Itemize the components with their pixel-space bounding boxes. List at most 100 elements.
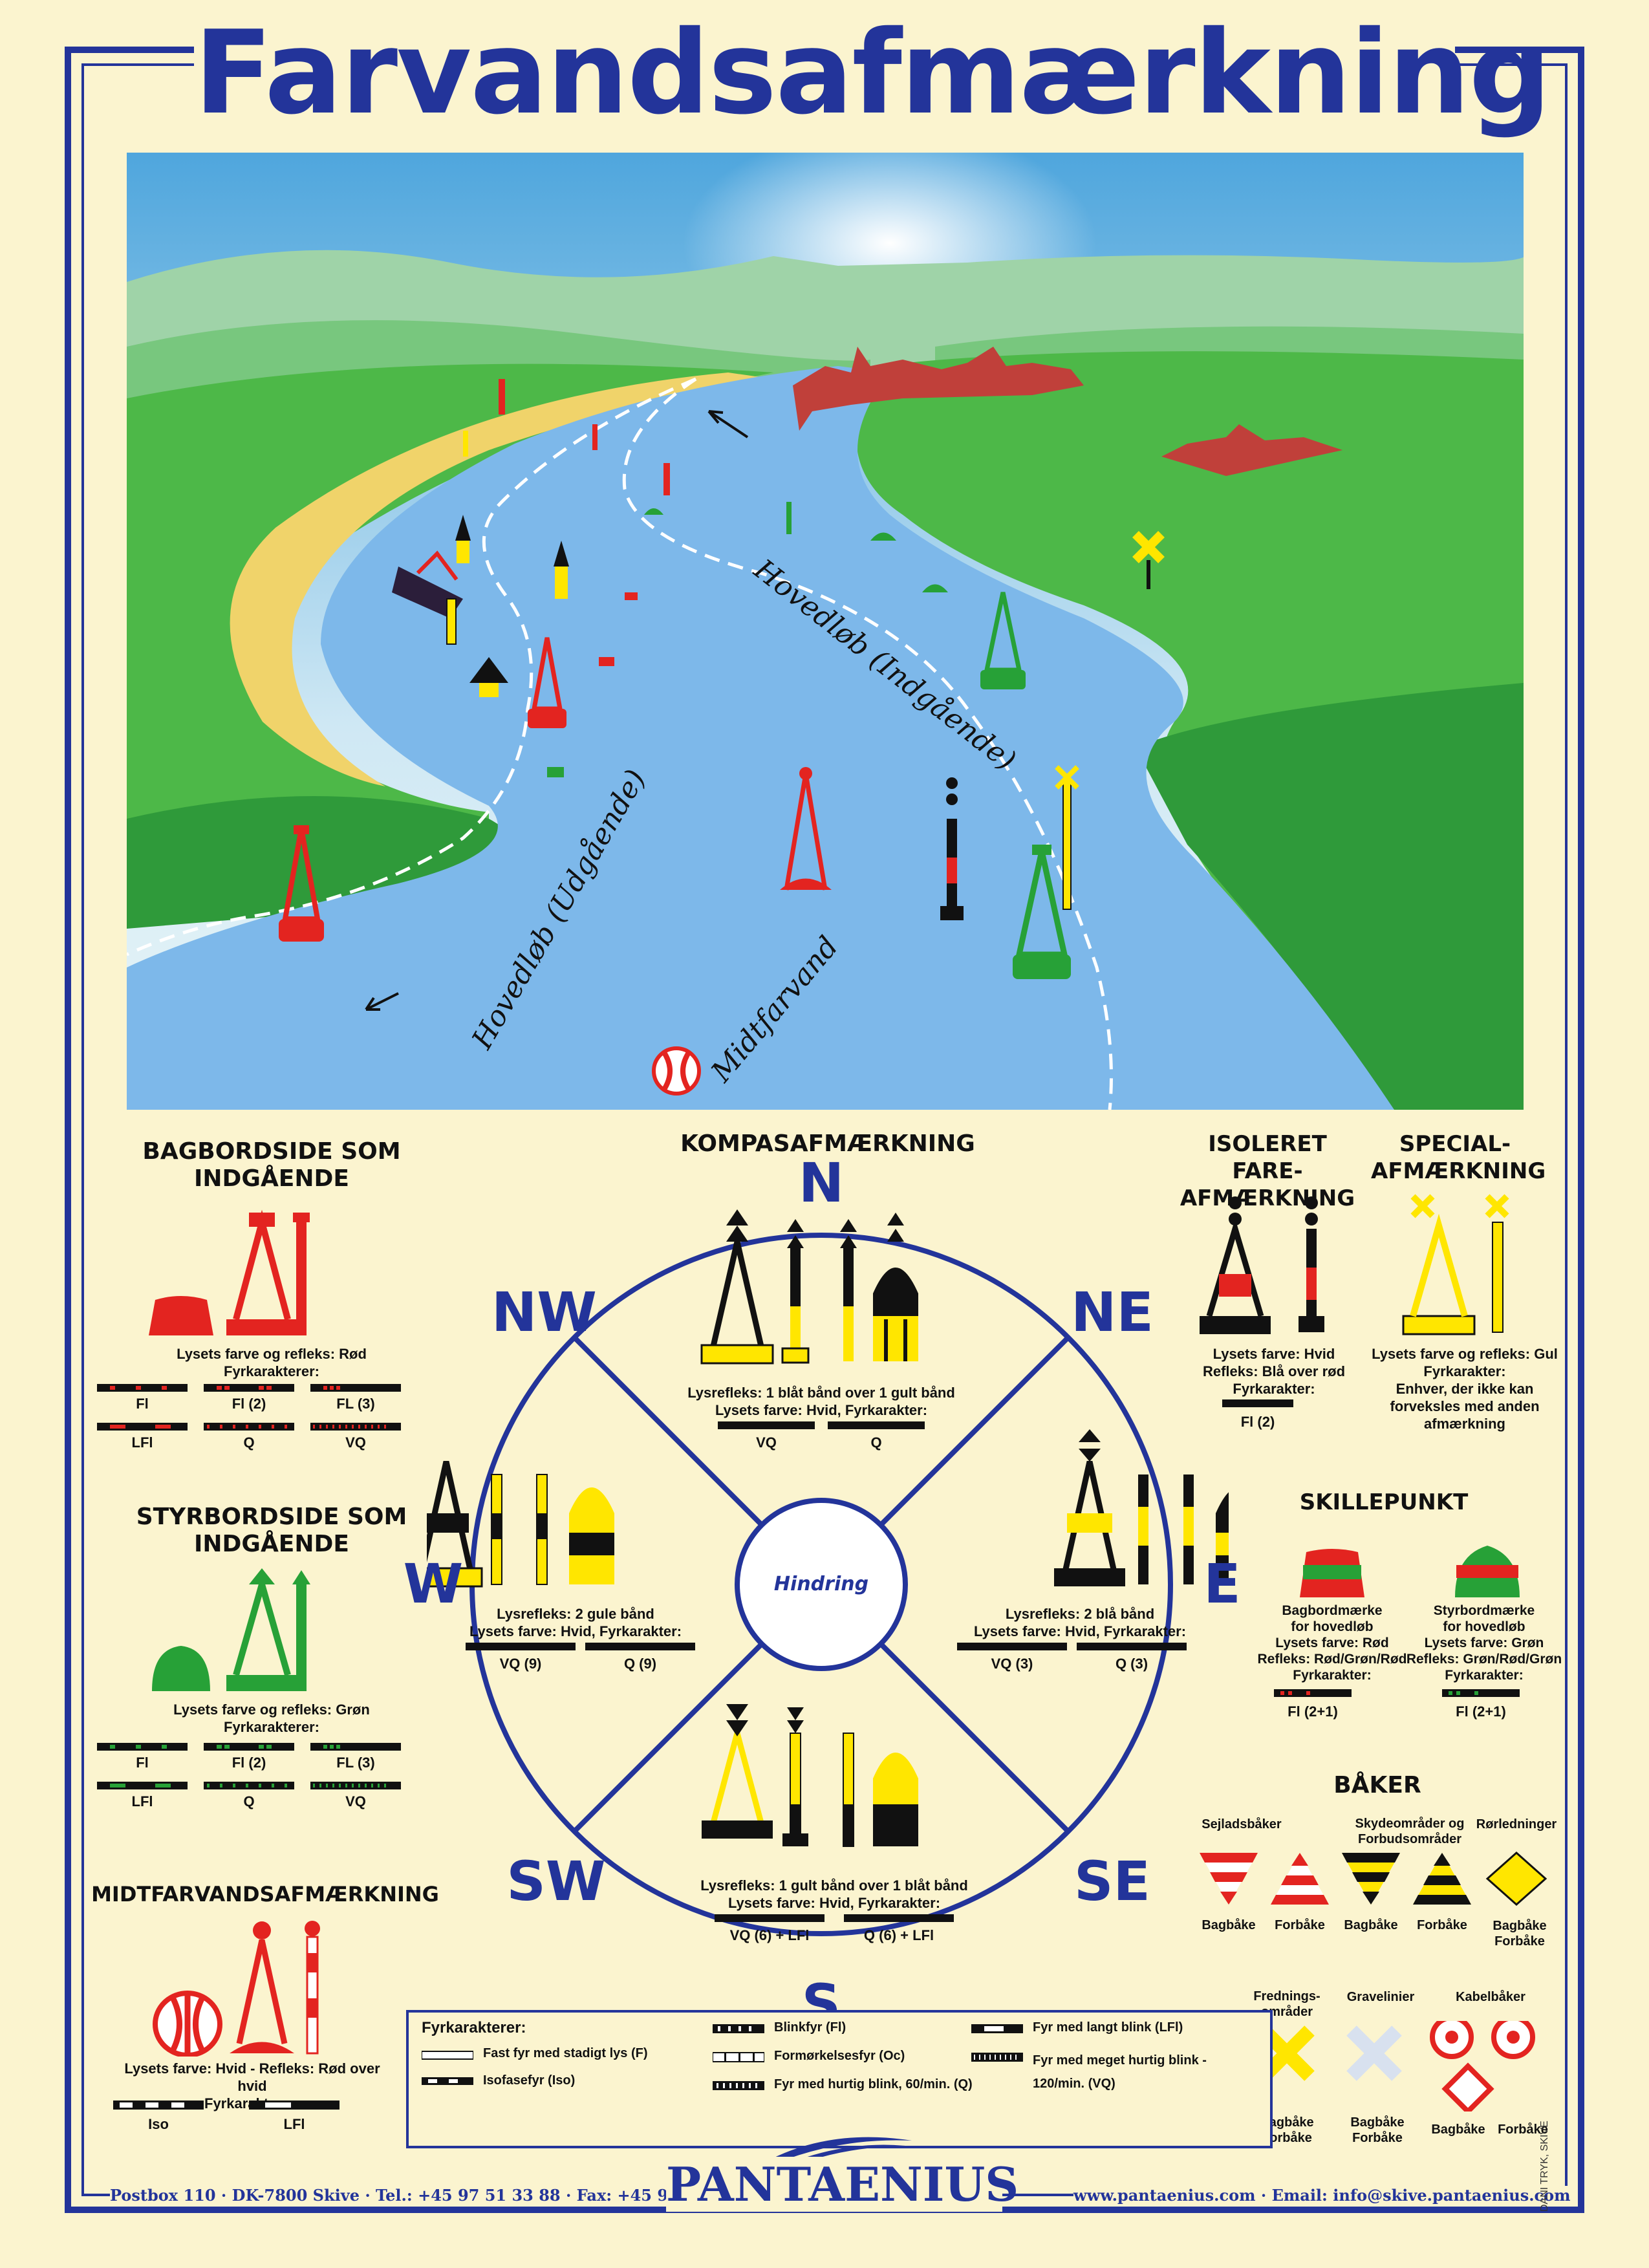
port-marks	[149, 1209, 310, 1335]
starboard-conical-buoy-icon	[152, 1646, 210, 1691]
port-char-fl3: FL (3)	[336, 1396, 375, 1412]
beacons-row1-icons	[1200, 1851, 1547, 1906]
starboard-caption: Lysets farve og refleks: Grøn Fyrkarakte…	[173, 1701, 370, 1735]
legend-item-oc: Formørkelsesfyr (Oc)	[774, 2049, 905, 2063]
isolated-char-fl2: Fl (2)	[1240, 1414, 1275, 1430]
title-banner: Farvandsafmærkning	[194, 5, 1551, 141]
beacon-cat-protected: Frednings- områder	[1253, 1989, 1320, 2019]
east-light-bars	[957, 1643, 1187, 1650]
scene-isolated-danger	[940, 777, 964, 920]
beacon-label-5: Bagbåke Forbåke	[1493, 1919, 1547, 1949]
legend-item-q: Fyr med hurtig blink, 60/min. (Q)	[774, 2077, 973, 2091]
scene-small-buoys	[463, 379, 948, 777]
dir-se: SE	[1074, 1850, 1150, 1913]
port-char-lfl: LFl	[131, 1434, 153, 1451]
legend-heading: Fyrkarakterer:	[422, 2019, 526, 2036]
west-caption: Lysrefleks: 2 gule bånd Lysets farve: Hv…	[469, 1606, 682, 1639]
beacon-label-2: Forbåke	[1275, 1918, 1325, 1932]
cable-beacon-diamond-icon	[1441, 2062, 1494, 2111]
bifurcation-port-char: Fl (2+1)	[1288, 1703, 1338, 1720]
dir-w: W	[403, 1552, 464, 1615]
port-heading: BAGBORDSIDE SOM INDGÅENDE	[129, 1138, 414, 1193]
scene-cross-mark	[1132, 531, 1165, 589]
beacon-label-4: Forbåke	[1417, 1918, 1467, 1932]
south-char-vq6: VQ (6) + LFl	[729, 1927, 810, 1943]
legend-item-f: Fast fyr med stadigt lys (F)	[483, 2046, 648, 2060]
isolated-marks	[1200, 1196, 1324, 1334]
bifurcation-stbd-caption: Styrbordmærke for hovedløb Lysets farve:…	[1406, 1603, 1562, 1683]
west-cardinal-marks	[427, 1461, 614, 1588]
isolated-caption: Lysets farve: Hvid Refleks: Blå over rød…	[1202, 1346, 1346, 1397]
starboard-char-q: Q	[243, 1793, 255, 1809]
beacon-cat-pipelines: Rørledninger	[1476, 1817, 1557, 1831]
special-spar-buoy-icon	[1492, 1222, 1503, 1333]
starboard-light-chars: Fl Fl (2) FL (3) LFl Q VQ	[97, 1743, 407, 1809]
bifurcation-port-caption: Bagbordmærke for hovedløb Lysets farve: …	[1257, 1603, 1407, 1683]
bifurcation-stbd-cone-icon	[1455, 1546, 1520, 1597]
beacon-label-3: Bagbåke	[1344, 1918, 1398, 1932]
north-char-vq: VQ	[756, 1434, 777, 1451]
port-light-chars: Fl Fl (2) FL (3) LFl Q VQ	[97, 1384, 407, 1451]
east-char-vq3: VQ (3)	[991, 1656, 1033, 1672]
north-light-bars	[718, 1421, 925, 1429]
brand-name: PANTAENIUS	[666, 2157, 1019, 2212]
east-caption: Lysrefleks: 2 blå bånd Lysets farve: Hvi…	[973, 1606, 1187, 1639]
scene-special-beacon	[1055, 765, 1079, 910]
east-cardinal-marks	[1054, 1429, 1229, 1586]
east-char-q3: Q (3)	[1115, 1656, 1148, 1672]
starboard-lattice-buoy-icon	[233, 1572, 291, 1676]
starboard-char-fl2: Fl (2)	[232, 1755, 266, 1771]
isolated-light-bar	[1222, 1399, 1293, 1407]
starboard-heading-text: STYRBORDSIDE SOM INDGÅENDE	[136, 1504, 407, 1557]
legend-item-fl: Blinkfyr (Fl)	[774, 2020, 846, 2035]
port-char-fl: Fl	[136, 1396, 149, 1412]
midchannel-light-bars	[113, 2101, 339, 2110]
port-heading-text: BAGBORDSIDE SOM INDGÅENDE	[142, 1138, 401, 1192]
footer-web: www.pantaenius.com · Email: info@skive.p…	[1073, 2186, 1571, 2205]
port-char-q: Q	[243, 1434, 255, 1451]
cable-beacon-front-icon	[1491, 2021, 1535, 2059]
port-char-vq: VQ	[345, 1434, 366, 1451]
beacon-cat-sailing: Sejladsbåker	[1202, 1817, 1282, 1831]
scene-cardinal-buoys	[446, 515, 569, 697]
cardinal-center-label: Hindring	[773, 1573, 869, 1595]
sailing-front-beacon-icon	[1271, 1853, 1329, 1905]
scene-buoy-safewater	[652, 1046, 701, 1096]
midchannel-heading: MIDTFARVANDSAFMÆRKNING	[91, 1882, 439, 1906]
bifurcation-port-light-bar	[1274, 1689, 1352, 1697]
port-light-bars	[97, 1384, 401, 1431]
port-spar-buoy-icon	[296, 1222, 307, 1335]
isolated-heading: ISOLERET FARE- AFMÆRKNING	[1180, 1131, 1355, 1211]
beacons-row2-icons	[1259, 2021, 1535, 2111]
cable-beacon-rear-icon	[1430, 2021, 1474, 2059]
starboard-heading: STYRBORDSIDE SOM INDGÅENDE	[129, 1504, 414, 1558]
starboard-light-bars	[97, 1743, 401, 1789]
special-heading: SPECIAL- AFMÆRKNING	[1371, 1131, 1546, 1184]
west-char-q9: Q (9)	[623, 1656, 657, 1672]
legend-swatches-mid	[713, 2024, 764, 2090]
south-char-q6: Q (6) + LFl	[863, 1927, 934, 1943]
channel-scene	[127, 153, 1524, 1110]
beacon-cat-cables: Kabelbåker	[1456, 1990, 1525, 2004]
south-light-bars	[715, 1914, 954, 1922]
cardinal-rose	[427, 1209, 1229, 1936]
south-cardinal-marks	[702, 1704, 918, 1847]
starboard-char-fl: Fl	[136, 1755, 149, 1771]
north-cardinal-marks	[700, 1209, 918, 1365]
starboard-char-vq: VQ	[345, 1793, 366, 1809]
beacon-label-7: Bagbåke Forbåke	[1350, 2115, 1405, 2145]
west-char-vq9: VQ (9)	[499, 1656, 542, 1672]
cardinal-heading: KOMPASAFMÆRKNING	[680, 1130, 975, 1157]
north-char-q: Q	[870, 1434, 882, 1451]
bifurcation-heading: SKILLEPUNKT	[1299, 1489, 1469, 1515]
bifurcation-stbd-light-bar	[1442, 1689, 1520, 1697]
light-characteristics-legend: Fyrkarakterer: Fast fyr med stadigt lys …	[406, 2010, 1273, 2148]
special-caption: Lysets farve og refleks: Gul Fyrkarakter…	[1372, 1346, 1558, 1432]
legend-swatches-left	[422, 2051, 473, 2085]
sailing-rear-beacon-icon	[1200, 1853, 1258, 1905]
midchannel-light-chars: Iso LFl	[113, 2101, 385, 2139]
dir-nw: NW	[491, 1280, 597, 1344]
north-caption: Lysrefleks: 1 blåt bånd over 1 gult bånd…	[687, 1385, 955, 1418]
starboard-marks	[152, 1568, 310, 1691]
legend-swatches-right	[971, 2024, 1023, 2062]
